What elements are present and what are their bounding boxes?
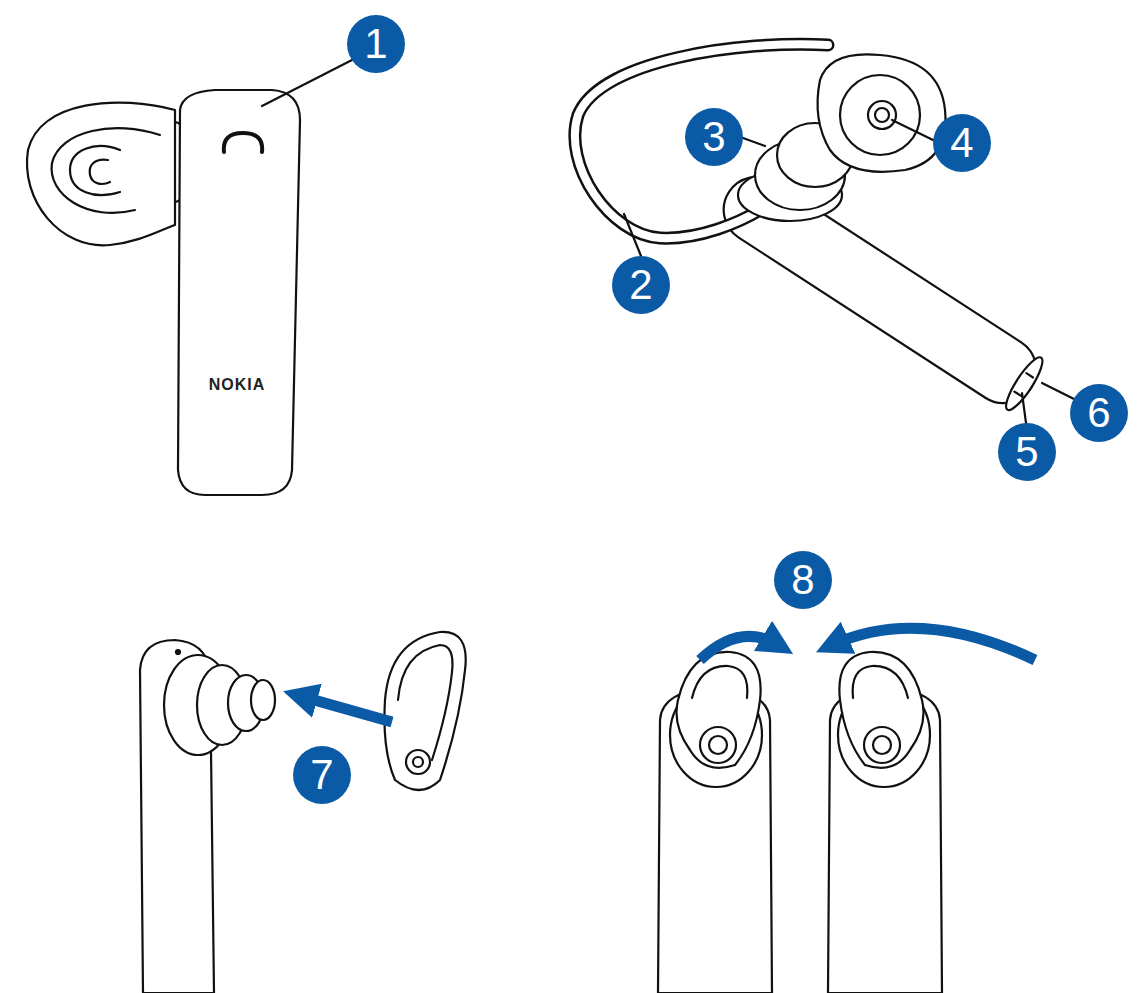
callout-circle xyxy=(293,746,351,804)
brand-logo: NOKIA xyxy=(209,376,266,394)
callout-circle xyxy=(347,15,405,73)
leader-line xyxy=(1042,383,1074,399)
swap-arrow xyxy=(832,628,1035,660)
callout-number: 3 xyxy=(685,108,743,166)
callout-circles xyxy=(293,15,1128,804)
leader-line xyxy=(262,60,352,106)
callout-circle xyxy=(612,256,670,314)
callout-circle xyxy=(998,423,1056,481)
callout-number: 5 xyxy=(998,423,1056,481)
callout-circle xyxy=(1070,384,1128,442)
callout-number: 4 xyxy=(933,114,991,172)
callout-number: 2 xyxy=(612,256,670,314)
callout-number: 6 xyxy=(1070,384,1128,442)
callout-circle xyxy=(933,114,991,172)
callout-circle xyxy=(685,108,743,166)
callout-number: 1 xyxy=(347,15,405,73)
insert-arrow xyxy=(300,696,392,722)
leader-line xyxy=(1022,393,1026,423)
leader-line xyxy=(624,214,641,256)
callout-circle xyxy=(774,551,832,609)
swap-arrow xyxy=(700,636,778,660)
leader-line xyxy=(892,120,933,140)
leader-line xyxy=(743,138,765,146)
callout-number: 7 xyxy=(293,746,351,804)
callout-number: 8 xyxy=(774,551,832,609)
